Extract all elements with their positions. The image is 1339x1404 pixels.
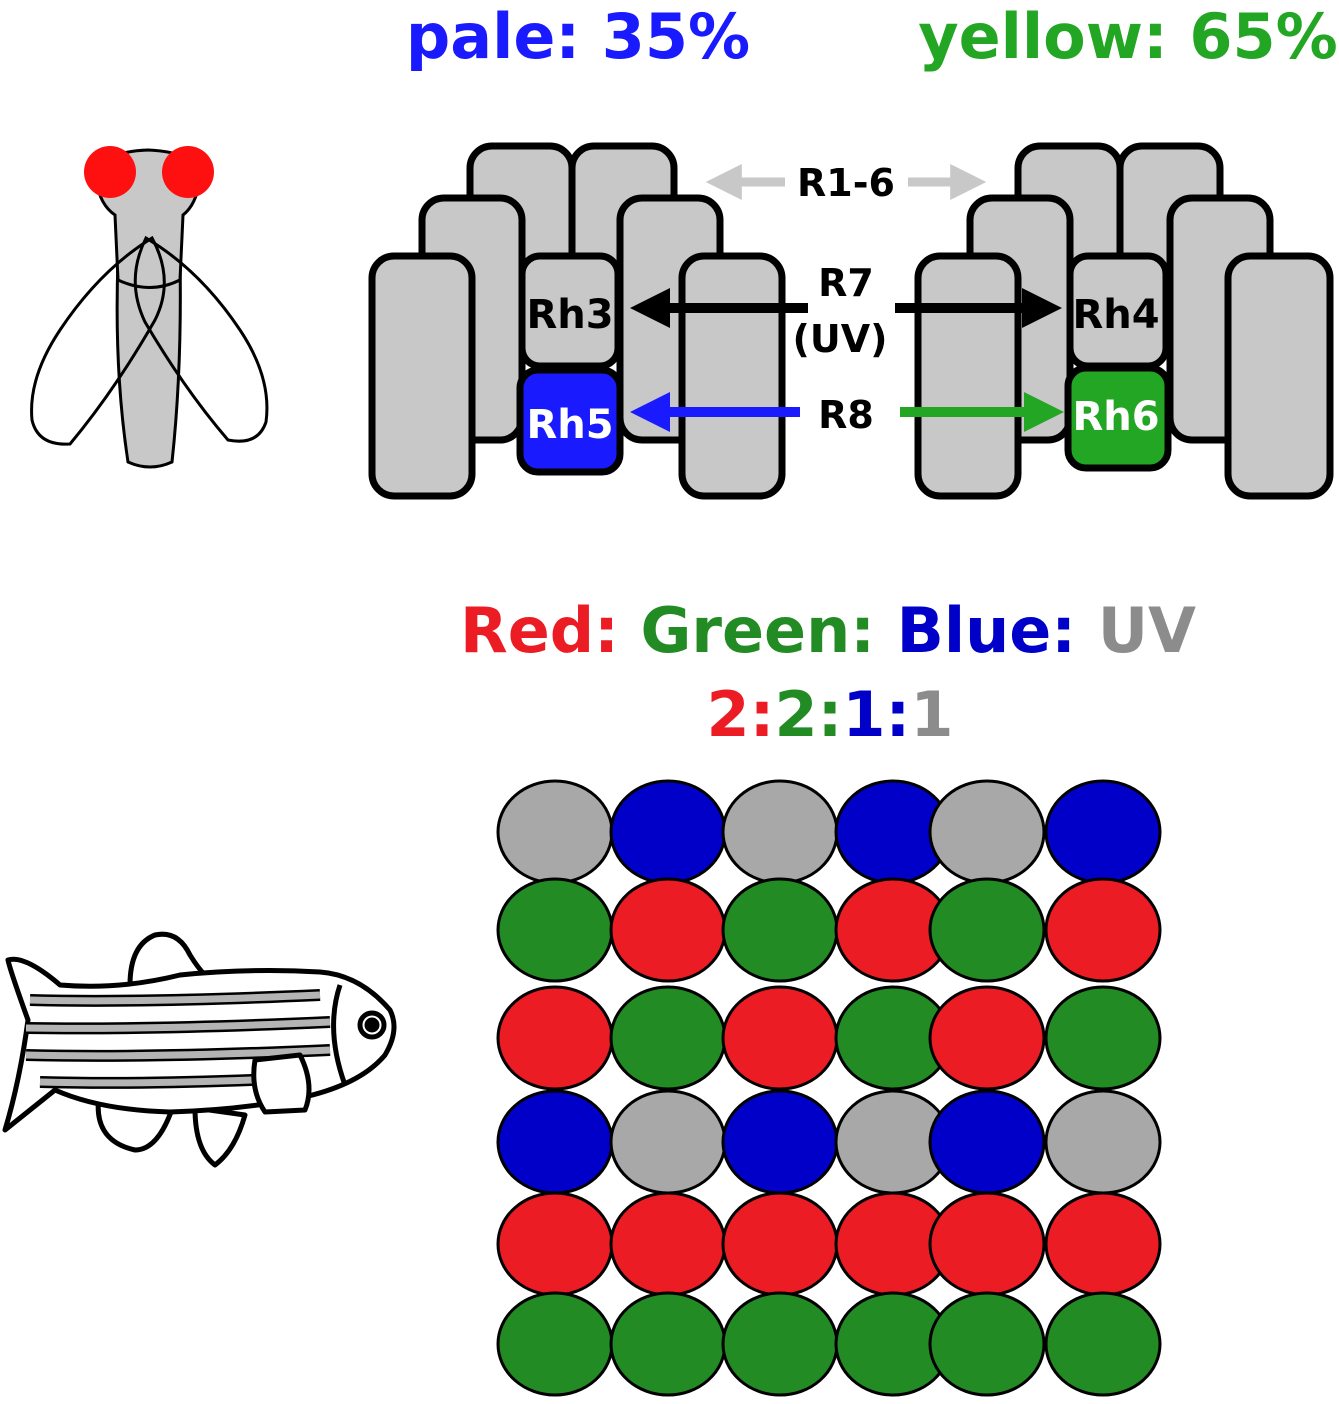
yellow-percentage-label: yellow: 65% [918, 0, 1338, 73]
yellow-r8-cell [1064, 364, 1172, 472]
zebrafish-illustration [2, 931, 397, 1168]
cone-types-line: Red: Green: Blue: UV [460, 594, 1196, 667]
red-cone [721, 985, 839, 1091]
red-cone [1044, 877, 1162, 983]
pale-r7-cell [518, 252, 622, 370]
pale-outer-cell [678, 252, 786, 500]
pale-percentage-label: pale: 35% [406, 0, 750, 73]
fish-gill-line [331, 984, 348, 1086]
red-ratio-value: 2: [707, 678, 775, 751]
uv-cone [928, 779, 1046, 885]
green-type-label: Green: [641, 594, 876, 667]
green-cone [609, 1291, 727, 1397]
blue-type-label: Blue: [897, 594, 1077, 667]
fish-anal-fin [192, 1105, 248, 1168]
blue-cone [1044, 779, 1162, 885]
fly-right-eye [162, 146, 214, 198]
pale-outer-cell [368, 252, 476, 500]
red-cone [609, 877, 727, 983]
red-cone [928, 985, 1046, 1091]
red-type-label: Red: [460, 594, 619, 667]
fly-body [115, 258, 182, 469]
cone-mosaic [496, 779, 1162, 1397]
green-cone [1044, 985, 1162, 1091]
green-cone [609, 985, 727, 1091]
r8-label: R8 [818, 393, 874, 437]
uv-cone [1044, 1089, 1162, 1195]
green-cone [721, 1291, 839, 1397]
red-cone [1044, 1191, 1162, 1297]
red-cone [928, 1191, 1046, 1297]
fish-pectoral-fin [251, 1052, 312, 1115]
blue-cone [721, 1089, 839, 1195]
green-cone [928, 877, 1046, 983]
rh6-label: Rh6 [1072, 394, 1159, 440]
red-cone [609, 1191, 727, 1297]
pale-r8-cell [516, 366, 624, 476]
rh5-label: Rh5 [526, 402, 613, 448]
yellow-outer-cell [1224, 252, 1334, 500]
green-cone [1044, 1291, 1162, 1397]
green-cone [496, 1291, 614, 1397]
uv-ratio-value: 1 [910, 678, 953, 751]
green-cone [928, 1291, 1046, 1397]
uv-label: (UV) [793, 317, 888, 361]
yellow-outer-cell [914, 252, 1022, 500]
fish-stripe [25, 1046, 331, 1060]
rh4-label: Rh4 [1072, 292, 1159, 338]
fly-left-eye [84, 146, 136, 198]
fish-stripe [29, 991, 321, 1005]
red-cone [721, 1191, 839, 1297]
fish-stripe [25, 1018, 331, 1032]
blue-cone [928, 1089, 1046, 1195]
green-cone [721, 877, 839, 983]
uv-cone [496, 779, 614, 885]
cone-ratio-line: 2:2:1:1 [707, 678, 954, 751]
fly-left-wing [30, 235, 166, 446]
blue-ratio-value: 1: [842, 678, 910, 751]
green-cone [496, 877, 614, 983]
r16-label: R1-6 [797, 161, 895, 205]
green-ratio-value: 2: [774, 678, 842, 751]
red-cone [496, 1191, 614, 1297]
fish-pupil [364, 1017, 380, 1033]
fruit-fly-illustration [30, 146, 269, 469]
blue-cone [609, 779, 727, 885]
red-cone [496, 985, 614, 1091]
yellow-ommatidium [914, 142, 1334, 500]
blue-cone [496, 1089, 614, 1195]
uv-type-label: UV [1098, 594, 1196, 667]
uv-cone [721, 779, 839, 885]
fly-right-wing [133, 235, 269, 443]
uv-cone [609, 1089, 727, 1195]
rh3-label: Rh3 [526, 292, 613, 338]
r7-label: R7 [818, 261, 874, 305]
